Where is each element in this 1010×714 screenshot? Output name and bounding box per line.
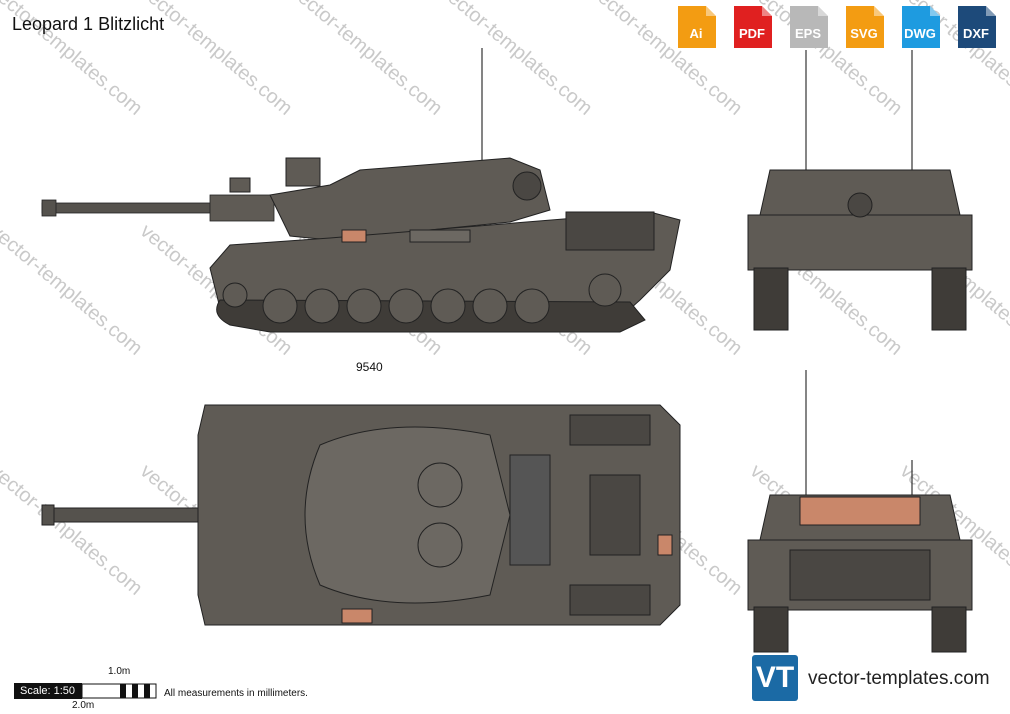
side-view-drawing <box>41 48 681 333</box>
format-badge-ai[interactable]: Ai <box>672 4 720 50</box>
scale-label: Scale: 1:50 <box>14 683 82 699</box>
page-title: Leopard 1 Blitzlicht <box>12 14 165 34</box>
scale-bar <box>82 683 157 699</box>
format-badge-eps[interactable]: EPS <box>784 4 832 50</box>
format-badge-label: DXF <box>963 26 989 41</box>
format-badge-dwg[interactable]: DWG <box>896 4 944 50</box>
top-view-drawing <box>41 404 681 626</box>
format-badge-label: Ai <box>689 26 703 41</box>
length-dimension: 9540 <box>356 360 383 374</box>
measurement-note: All measurements in millimeters. <box>164 688 308 699</box>
vt-logo-icon[interactable]: VT <box>752 655 798 701</box>
site-name[interactable]: vector-templates.com <box>808 668 990 689</box>
scale-two-meter: 2.0m <box>72 700 95 711</box>
format-badge-svg[interactable]: SVG <box>840 4 888 50</box>
scale-one-meter: 1.0m <box>108 666 131 677</box>
format-badge-label: PDF <box>739 26 765 41</box>
rear-view-drawing <box>747 370 973 653</box>
format-badge-label: SVG <box>850 26 878 41</box>
format-badge-pdf[interactable]: PDF <box>728 4 776 50</box>
front-view-drawing <box>747 50 973 331</box>
format-badge-label: DWG <box>904 26 936 41</box>
format-badge-label: EPS <box>794 26 821 41</box>
format-badge-dxf[interactable]: DXF <box>952 4 1000 50</box>
